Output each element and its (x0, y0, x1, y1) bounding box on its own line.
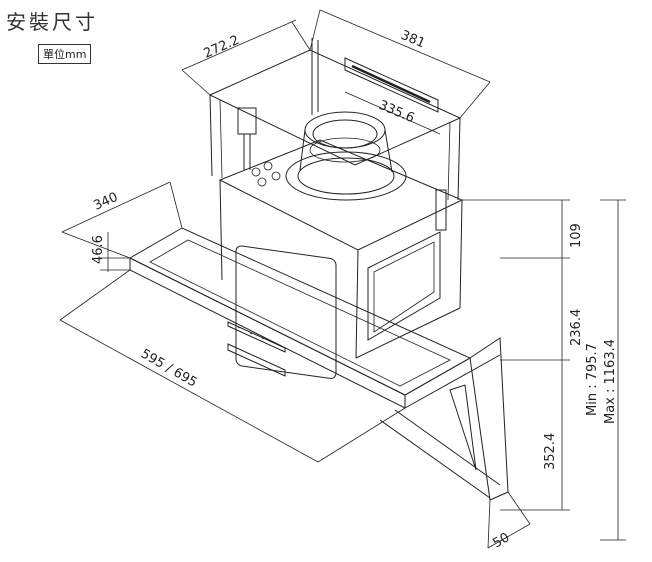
dim-label-hood-depth: 340 (92, 190, 121, 214)
dim-label-base: 352.4 (543, 433, 558, 470)
dim-label-outlet-diameter: 335.6 (376, 98, 416, 126)
dim-body-top: 109 (462, 199, 584, 259)
dim-top-width: 381 (309, 9, 491, 119)
dim-label-back-offset: 50 (491, 530, 513, 551)
dim-label-front-edge: 46.6 (91, 235, 106, 264)
dim-label-body-mid: 236.4 (569, 309, 584, 346)
dim-label-body-top: 109 (569, 223, 584, 248)
chimney-box (208, 38, 462, 201)
dim-base: 352.4 (500, 360, 570, 511)
dim-body-mid: 236.4 (500, 258, 584, 361)
motor-body (218, 139, 464, 379)
dim-top-depth: 272.2 (181, 19, 311, 96)
dim-label-chimney-max: Max : 1163.4 (603, 339, 618, 424)
power-plug-icon (237, 107, 257, 170)
dim-label-top-depth: 272.2 (202, 33, 242, 62)
dim-front-edge: 46.6 (91, 232, 130, 272)
page-title: 安裝尺寸 (6, 10, 98, 34)
back-stand (379, 337, 509, 501)
dim-label-chimney-min: Min : 795.7 (585, 343, 600, 416)
outlet-collar (285, 111, 407, 201)
dim-hood-depth: 340 (61, 181, 183, 259)
dim-back-offset: 50 (487, 491, 531, 551)
dim-label-hood-width: 595 / 695 (138, 346, 199, 390)
dim-label-top-width: 381 (398, 28, 427, 52)
unit-label: 單位mm (38, 44, 92, 64)
hood-canopy (128, 227, 501, 409)
dim-chimney: Min : 795.7 Max : 1163.4 (585, 199, 626, 541)
dim-hood-width: 595 / 695 (59, 269, 406, 463)
